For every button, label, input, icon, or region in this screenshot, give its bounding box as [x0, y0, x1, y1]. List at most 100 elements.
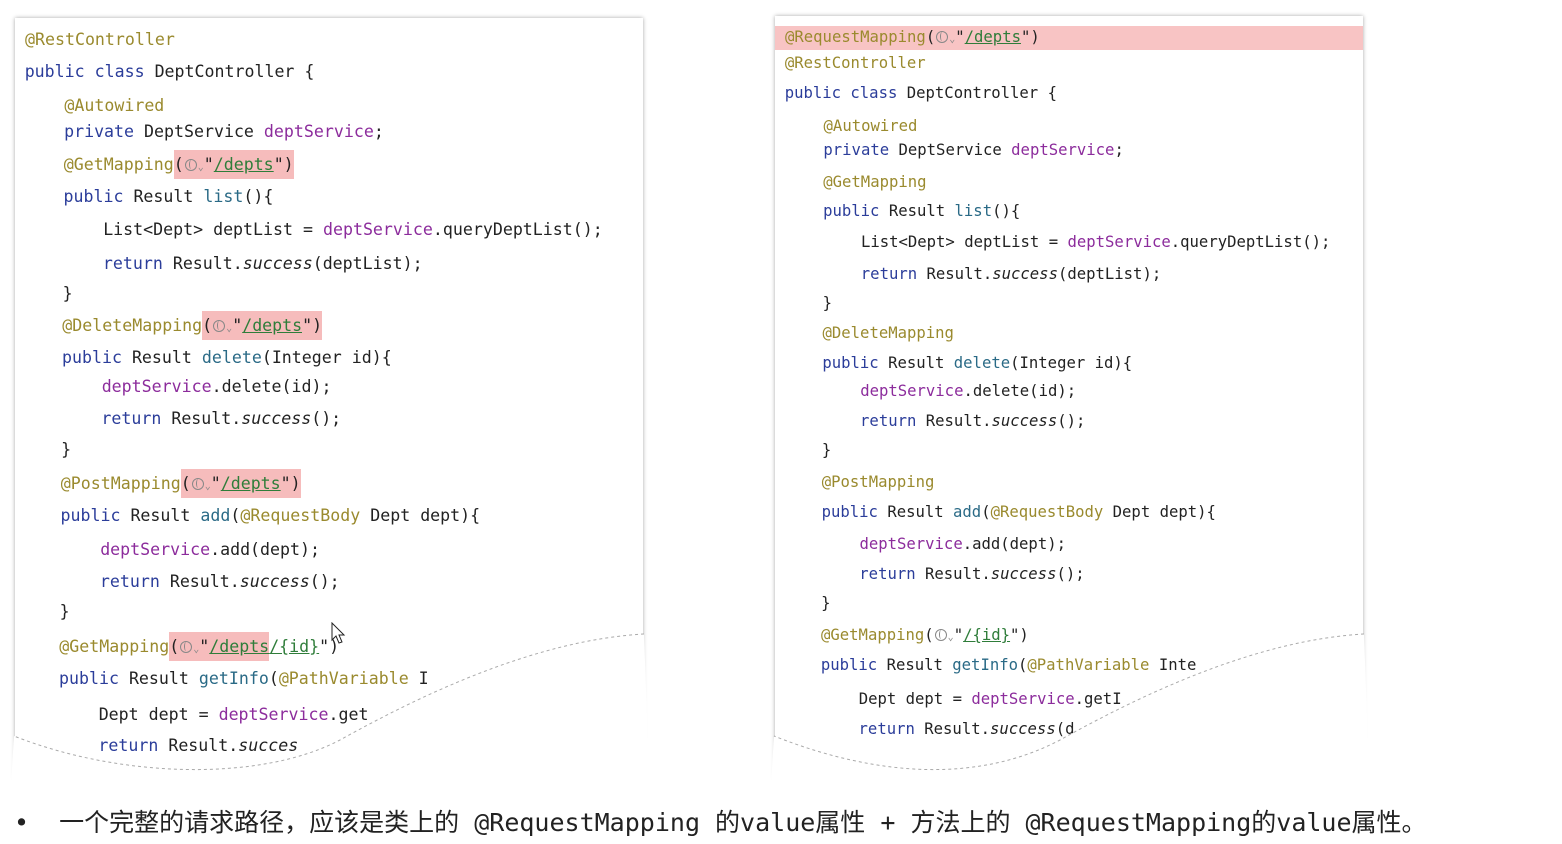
code-token: ( — [202, 311, 213, 340]
code-token: deptService — [101, 377, 212, 396]
code-token: (){ — [243, 187, 274, 206]
code-token: success — [991, 412, 1058, 430]
code-token: (); — [309, 572, 340, 591]
code-token: private — [823, 141, 899, 159]
code-token: ; — [1114, 141, 1124, 159]
code-token: (deptList); — [1057, 265, 1162, 283]
code-line: deptService.add(dept); — [100, 540, 320, 559]
code-line: return Result.success(deptList); — [103, 254, 423, 273]
code-token: @Autowired — [64, 96, 165, 115]
code-token: (d — [1055, 720, 1075, 738]
code-line: return Result.success(d — [859, 720, 1075, 738]
code-token: } — [821, 441, 832, 459]
code-token: @RequestBody — [240, 506, 361, 525]
code-line: } — [823, 294, 832, 312]
code-token: .get — [328, 705, 369, 724]
code-token: deptService — [971, 690, 1075, 708]
code-line: private DeptService deptService; — [823, 141, 1123, 159]
code-line: deptService.delete(id); — [102, 377, 332, 396]
code-token: /{id} — [963, 626, 1011, 644]
code-token: } — [822, 294, 833, 312]
code-panel-right: @RequestMapping(⌄"/depts")@RestControlle… — [775, 16, 1363, 778]
code-token: @RestController — [784, 54, 926, 72]
globe-icon: ⌄ — [190, 469, 211, 498]
code-token: DeptService — [898, 141, 1012, 159]
bullet: • — [14, 808, 30, 837]
code-token: return — [98, 736, 169, 755]
code-line: public class DeptController { — [25, 62, 315, 81]
code-token: .queryDeptList(); — [432, 220, 603, 239]
code-token: Result — [887, 503, 954, 521]
code-line: return Result.success(); — [859, 565, 1084, 583]
caption-text: 一个完整的请求路径，应该是类上的 @RequestMapping 的value属… — [59, 808, 1427, 837]
code-token: ; — [373, 122, 384, 141]
code-token: } — [62, 284, 73, 303]
code-token: deptService — [860, 382, 964, 400]
code-token: Result. — [925, 565, 991, 583]
code-token: delete — [201, 348, 262, 367]
code-token: @DeleteMapping — [822, 324, 954, 342]
code-token: ") — [1010, 626, 1029, 644]
code-token: /{id} — [269, 637, 320, 656]
code-token: ") — [273, 150, 294, 179]
code-token: ( — [173, 150, 184, 179]
code-token: ( — [981, 503, 991, 521]
code-token: List<Dept> deptList = — [103, 220, 323, 239]
code-token: (); — [1057, 412, 1086, 430]
code-line: Dept dept = deptService.get — [99, 705, 369, 724]
caption: • 一个完整的请求路径，应该是类上的 @RequestMapping 的valu… — [14, 803, 1427, 839]
code-token: public — [59, 669, 129, 688]
code-token: Result — [886, 656, 953, 674]
code-token: /depts — [964, 28, 1021, 46]
code-token: ( — [180, 469, 191, 498]
code-line: } — [822, 441, 831, 459]
code-line: return Result.succes — [98, 736, 298, 755]
code-token: @GetMapping — [821, 626, 925, 644]
code-token: return — [860, 412, 926, 430]
code-token: /depts — [213, 150, 274, 179]
code-token: Dept dept){ — [1103, 503, 1216, 521]
code-token: deptService — [263, 122, 374, 141]
code-line: return Result.success(); — [101, 409, 341, 428]
code-line: deptService.add(dept); — [859, 535, 1066, 553]
code-line: } — [63, 284, 73, 303]
code-token: Result — [130, 506, 201, 525]
globe-icon: ⌄ — [212, 311, 233, 340]
code-token: @RequestBody — [990, 503, 1104, 521]
code-token: list — [954, 202, 993, 220]
code-line: @DeleteMapping — [823, 324, 954, 342]
code-token: " — [955, 28, 965, 46]
code-token: Result — [131, 348, 202, 367]
code-token: ( — [268, 669, 279, 688]
code-token: Dept dept = — [98, 705, 219, 724]
code-token: Result. — [171, 409, 242, 428]
code-token: public — [62, 348, 132, 367]
code-token: ") — [302, 311, 323, 340]
code-token: @PostMapping — [60, 474, 181, 493]
code-line: } — [61, 440, 71, 459]
code-token: .delete(id); — [211, 377, 332, 396]
code-line: List<Dept> deptList = deptService.queryD… — [861, 233, 1330, 251]
code-token: success — [241, 409, 312, 428]
code-token: Dept dept = — [858, 690, 972, 708]
code-token: public — [822, 354, 889, 372]
code-token: getInfo — [198, 669, 269, 688]
code-token: /depts — [220, 469, 281, 498]
code-token: add — [200, 506, 231, 525]
code-token: (){ — [992, 202, 1021, 220]
code-token: public class — [784, 84, 907, 102]
code-token: .getI — [1074, 690, 1122, 708]
code-token: @DeleteMapping — [62, 316, 203, 335]
code-token: ( — [924, 626, 934, 644]
code-token: return — [102, 254, 173, 273]
code-token: /depts — [242, 311, 303, 340]
code-line: private DeptService deptService; — [64, 122, 384, 141]
code-token: list — [203, 187, 244, 206]
code-token: deptService — [1067, 233, 1171, 251]
code-token: .add(dept); — [210, 540, 320, 559]
code-token: " — [232, 311, 243, 340]
code-line: public Result add(@RequestBody Dept dept… — [61, 506, 481, 525]
code-token: success — [239, 572, 310, 591]
code-line: public class DeptController { — [785, 84, 1057, 102]
